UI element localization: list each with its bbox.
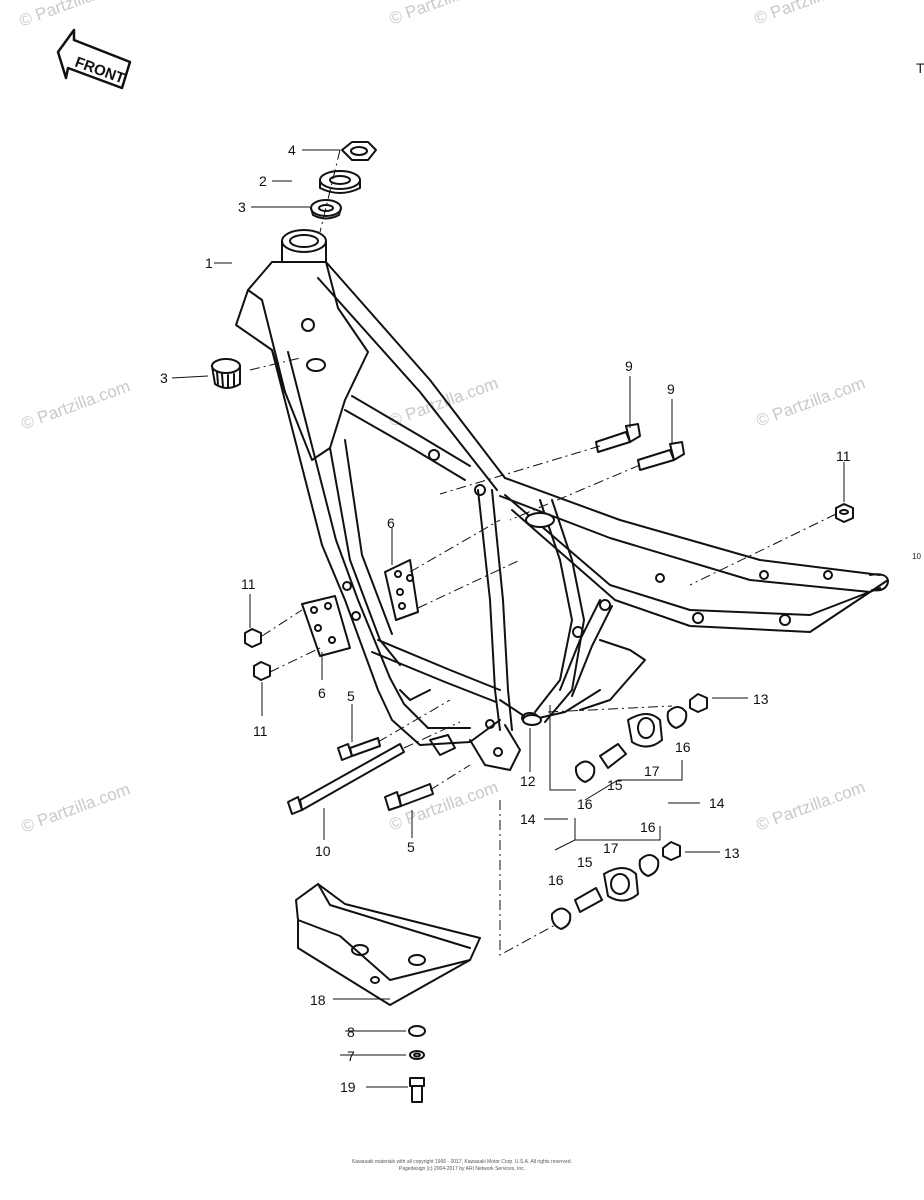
- callout-16: 16: [548, 872, 564, 888]
- callout-9: 9: [667, 381, 675, 397]
- bushing-group-lower: [550, 841, 681, 930]
- callout-11: 11: [241, 576, 256, 592]
- engine-mount-plate-6-upper: [384, 559, 419, 621]
- callout-7: 7: [347, 1048, 355, 1064]
- callout-15: 15: [577, 854, 593, 870]
- callout-16: 16: [675, 739, 691, 755]
- washer-8: [408, 1025, 426, 1037]
- bolt-5-lower: [384, 783, 434, 811]
- engine-mount-plate-6-lower: [301, 595, 351, 657]
- dust-seal-2: [319, 170, 361, 194]
- washer-7: [409, 1050, 425, 1060]
- copyright-line-1: Kawasaki materials with all copyright 19…: [352, 1159, 572, 1165]
- skid-plate-18: [295, 883, 481, 1006]
- steering-nut-4: [341, 141, 377, 161]
- nut-11-left-upper: [244, 628, 262, 648]
- callout-14: 14: [520, 811, 536, 827]
- bolt-19: [409, 1077, 425, 1103]
- long-bolt-10: [287, 743, 405, 815]
- front-arrow-icon: FRONT: [56, 28, 132, 90]
- callout-15: 15: [607, 777, 623, 793]
- callout-18: 18: [310, 992, 326, 1008]
- callout-13: 13: [753, 691, 769, 707]
- bushing-group-upper: [574, 693, 708, 783]
- callout-6: 6: [318, 685, 326, 701]
- callout-19: 19: [340, 1079, 356, 1095]
- collar-12: [522, 714, 542, 726]
- callout-13: 13: [724, 845, 740, 861]
- callout-16: 16: [640, 819, 656, 835]
- callout-3: 3: [160, 370, 168, 386]
- callout-17: 17: [603, 840, 619, 856]
- callout-10: 10: [315, 843, 331, 859]
- callout-14: 14: [709, 795, 725, 811]
- edge-mark-top-right: T: [916, 60, 924, 76]
- bolt-5-upper: [337, 737, 381, 761]
- edge-mark-right: 10: [912, 552, 921, 561]
- callout-12: 12: [520, 773, 536, 789]
- callout-17: 17: [644, 763, 660, 779]
- callout-5: 5: [407, 839, 415, 855]
- bearing-3-lower: [211, 358, 241, 389]
- callout-11: 11: [836, 448, 851, 464]
- nut-11-left-lower: [253, 661, 271, 681]
- callout-2: 2: [259, 173, 267, 189]
- callout-16: 16: [577, 796, 593, 812]
- callout-5: 5: [347, 688, 355, 704]
- frame-body-1: [235, 229, 889, 771]
- callout-8: 8: [347, 1024, 355, 1040]
- callout-6: 6: [387, 515, 395, 531]
- callout-3: 3: [238, 199, 246, 215]
- nut-11-right: [835, 503, 854, 523]
- callout-9: 9: [625, 358, 633, 374]
- callout-1: 1: [205, 255, 213, 271]
- bolt-9-left: [595, 423, 641, 453]
- bolt-9-right: [637, 441, 685, 471]
- callout-4: 4: [288, 142, 296, 158]
- copyright-line-2: Pagedesign (c) 2004-2017 by ARI Network …: [398, 1166, 526, 1172]
- bearing-3-upper: [310, 199, 342, 220]
- callout-11: 11: [253, 723, 268, 739]
